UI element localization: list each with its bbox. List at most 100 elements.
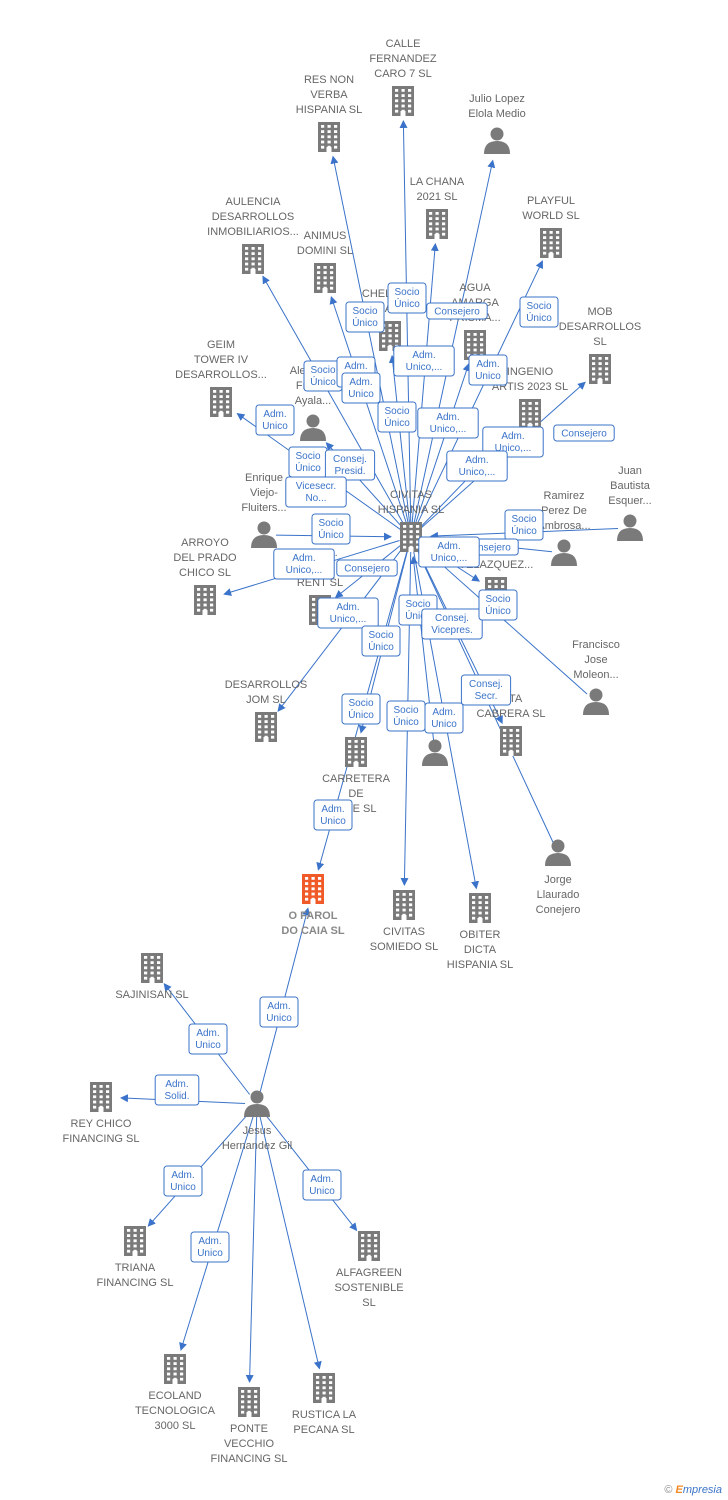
relation-box: [377, 401, 417, 433]
relation-text-line: Socio: [352, 306, 377, 317]
relation-label[interactable]: Adm.Unico: [468, 354, 508, 386]
node-agua[interactable]: AGUAAMARGAPRISMA...: [449, 282, 501, 360]
relation-text-line: Adm.: [437, 541, 460, 552]
relation-label[interactable]: Adm.Unico: [341, 372, 381, 404]
node-label-line: DESARROLLOS: [225, 679, 308, 691]
relation-label[interactable]: Consejero: [553, 424, 615, 442]
relation-text-line: Vicesecr.: [296, 481, 336, 492]
relation-label[interactable]: Adm.Unico,...: [482, 426, 544, 458]
relation-label[interactable]: Adm.Unico,...: [446, 450, 508, 482]
node-label-line: DO CAIA SL: [281, 925, 344, 937]
relation-label[interactable]: Adm.Unico,...: [418, 536, 480, 568]
relation-text-line: Adm.: [310, 1174, 333, 1185]
node-label-sajinisan: SAJINISAN SL: [115, 989, 188, 1001]
building-icon: [500, 726, 522, 756]
node-label-line: Jorge: [544, 874, 572, 886]
relation-text: Adm.Unico: [170, 1170, 196, 1193]
relation-label[interactable]: Consej.Presid.: [324, 449, 376, 481]
relation-text: Adm.Unico: [266, 1001, 292, 1024]
node-label-line: ANIMUS: [304, 230, 347, 242]
building-icon: [358, 1231, 380, 1261]
relation-text-line: Solid.: [164, 1091, 189, 1102]
edge-civitas-aulencia: [262, 275, 406, 527]
relation-label[interactable]: Adm.Unico: [302, 1169, 342, 1201]
relation-label[interactable]: Adm.Unico,...: [417, 407, 479, 439]
footer-brand[interactable]: © Empresia: [664, 1484, 722, 1496]
relation-label[interactable]: Consejero: [336, 559, 398, 577]
relation-label[interactable]: Consej.Vicepres.: [421, 608, 483, 640]
relation-label[interactable]: Adm.Unico,...: [393, 345, 455, 377]
relation-text-line: Adm.: [321, 804, 344, 815]
relation-text: Adm.Unico: [309, 1174, 335, 1197]
relation-text-line: Consej.: [469, 679, 503, 690]
relation-label[interactable]: Consejero: [426, 302, 488, 320]
relation-label[interactable]: Adm.Unico: [163, 1165, 203, 1197]
node-label-line: Hernandez Gil: [222, 1140, 292, 1152]
relation-text-line: Adm.: [349, 377, 372, 388]
node-label-line: OBITER: [460, 929, 501, 941]
relation-label[interactable]: Adm.Solid.: [154, 1074, 200, 1106]
relation-label[interactable]: Adm.Unico,...: [317, 597, 379, 629]
node-label-line: TOWER IV: [194, 354, 249, 366]
relation-label[interactable]: Adm.Unico: [424, 702, 464, 734]
relation-label[interactable]: Adm.Unico,...: [273, 548, 335, 580]
relation-label[interactable]: Vicesecr.No...: [285, 476, 347, 508]
relation-label[interactable]: Adm.Unico: [190, 1231, 230, 1263]
relation-text: Adm.Unico: [348, 377, 374, 400]
node-sajinisan[interactable]: SAJINISAN SL: [115, 953, 189, 1001]
relation-label[interactable]: Adm.Unico: [188, 1023, 228, 1055]
relation-label[interactable]: Adm.Unico: [313, 799, 353, 831]
node-label-line: CIVITAS: [383, 926, 425, 938]
relation-text-line: Socio: [310, 365, 335, 376]
relation-label[interactable]: Adm.Unico: [255, 404, 295, 436]
relation-box: [255, 404, 295, 436]
node-label-line: Enrique: [245, 472, 283, 484]
relation-label[interactable]: Consej.Secr.: [460, 674, 512, 706]
relation-label[interactable]: Adm.Unico: [259, 996, 299, 1028]
edge-civitas-julio: [413, 159, 496, 526]
